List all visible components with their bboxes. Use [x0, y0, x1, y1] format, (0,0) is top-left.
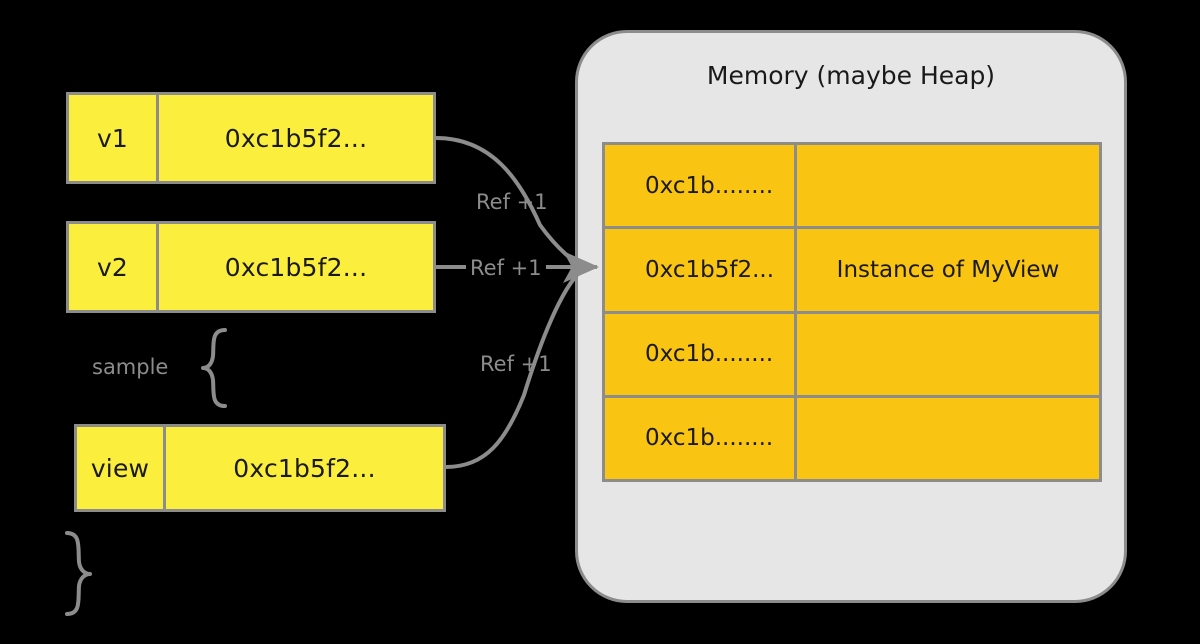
- memory-row-value: [797, 314, 1099, 395]
- variable-address-v1: 0xc1b5f2...: [224, 123, 368, 153]
- variable-address-v2: 0xc1b5f2...: [224, 252, 368, 282]
- variable-address-view: 0xc1b5f2...: [233, 453, 376, 483]
- memory-row-value: [797, 398, 1099, 479]
- ref-label-bottom: Ref +1: [480, 352, 552, 376]
- variable-name-v2: v2: [69, 224, 159, 310]
- memory-row-address: 0xc1b........: [605, 397, 797, 479]
- variable-box-view: view 0xc1b5f2...: [74, 424, 446, 512]
- ref-label-middle: Ref +1: [466, 256, 546, 280]
- memory-row-value: [797, 145, 1099, 226]
- variable-box-v1: v1 0xc1b5f2...: [66, 92, 436, 184]
- scope-brace-sample: [201, 328, 227, 408]
- variable-name-v1: v1: [69, 95, 159, 181]
- memory-row-value: Instance of MyView: [836, 256, 1060, 283]
- variable-name-view: view: [77, 427, 166, 509]
- scope-brace-close: [65, 531, 92, 616]
- scope-label-sample: sample: [92, 355, 169, 379]
- memory-row: 0xc1b5f2... Instance of MyView: [605, 229, 1099, 314]
- memory-row-address: 0xc1b5f2...: [605, 229, 797, 311]
- memory-row: 0xc1b........: [605, 397, 1099, 479]
- memory-row: 0xc1b........: [605, 313, 1099, 398]
- memory-row-address: 0xc1b........: [605, 145, 797, 227]
- memory-row: 0xc1b........: [605, 145, 1099, 230]
- memory-panel-title: Memory (maybe Heap): [706, 61, 996, 90]
- variable-box-v2: v2 0xc1b5f2...: [66, 221, 436, 313]
- memory-table: 0xc1b........ 0xc1b5f2... Instance of My…: [602, 142, 1102, 482]
- memory-row-address: 0xc1b........: [605, 313, 797, 395]
- ref-label-top: Ref +1: [476, 190, 548, 214]
